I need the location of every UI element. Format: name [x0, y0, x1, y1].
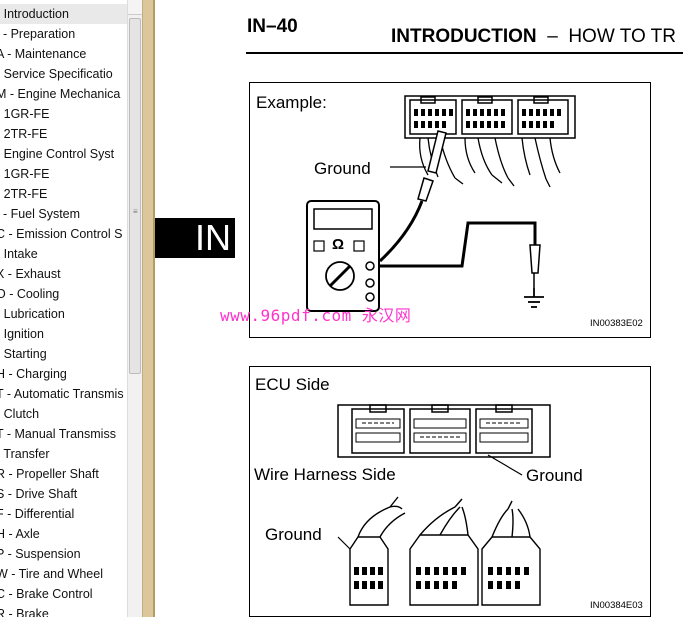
- bookmark-item-label: - Engine Control Syst: [0, 147, 115, 161]
- figure-ecu-wire-harness: ECU Side Wire Harness Side Ground Ground…: [249, 366, 651, 617]
- bookmark-item[interactable]: O - Cooling: [0, 284, 127, 304]
- bookmark-item-label: / - Preparation: [0, 27, 76, 41]
- bookmark-item-label: - Service Specificatio: [0, 67, 113, 81]
- bookmark-item-label: H - Charging: [0, 367, 67, 381]
- bookmark-item[interactable]: X - Exhaust: [0, 264, 127, 284]
- bookmark-item-label: - 2TR-FE: [0, 187, 48, 201]
- bookmark-item-label: - Intake: [0, 247, 38, 261]
- bookmark-item-label: - Introduction: [0, 7, 69, 21]
- bookmark-item-label: M - Engine Mechanica: [0, 87, 121, 101]
- bookmark-item-label: H - Axle: [0, 527, 40, 541]
- figure1-ground-label: Ground: [314, 159, 371, 178]
- bookmark-item[interactable]: R - Brake: [0, 604, 127, 617]
- bookmark-item[interactable]: H - Charging: [0, 364, 127, 384]
- bookmark-item-label: F - Differential: [0, 507, 75, 521]
- bookmark-item-label: W - Tire and Wheel: [0, 567, 103, 581]
- bookmark-item[interactable]: W - Tire and Wheel: [0, 564, 127, 584]
- header-title: INTRODUCTION: [391, 26, 537, 47]
- bookmark-item-label: R - Brake: [0, 607, 49, 617]
- bookmark-item[interactable]: - 2TR-FE: [0, 124, 127, 144]
- scroll-up-arrow-icon[interactable]: [128, 0, 142, 15]
- ecu-side-label: ECU Side: [255, 375, 330, 394]
- bookmark-item-label: - Ignition: [0, 327, 44, 341]
- ohmmeter-diagram: [306, 95, 576, 312]
- page-number: IN–40: [247, 16, 298, 37]
- bookmark-item[interactable]: - Introduction: [0, 4, 127, 24]
- bookmark-item[interactable]: H - Axle: [0, 524, 127, 544]
- sidebar-scrollbar[interactable]: ≡: [127, 0, 142, 617]
- watermark: www.96pdf.com 永汉网: [220, 306, 412, 325]
- bookmark-item[interactable]: M - Engine Mechanica: [0, 84, 127, 104]
- figure1-code: IN00383E02: [590, 318, 643, 329]
- bookmark-item[interactable]: - 2TR-FE: [0, 184, 127, 204]
- bookmark-item[interactable]: - 1GR-FE: [0, 104, 127, 124]
- bookmark-item-label: - Transfer: [0, 447, 50, 461]
- bookmark-item-label: X - Exhaust: [0, 267, 61, 281]
- bookmark-item-label: - 1GR-FE: [0, 167, 50, 181]
- figure-ohmmeter-example: Example: Ground Ω IN00383E02: [249, 82, 651, 338]
- ecu-harness-diagram: [337, 404, 551, 606]
- bookmark-item-label: R - Propeller Shaft: [0, 467, 99, 481]
- figure2-code: IN00384E03: [590, 600, 643, 611]
- bookmark-item-label: - Starting: [0, 347, 47, 361]
- bookmark-item[interactable]: F - Differential: [0, 504, 127, 524]
- bookmark-item-label: - Lubrication: [0, 307, 65, 321]
- panel-splitter[interactable]: [142, 0, 155, 617]
- bookmark-item[interactable]: I - Fuel System: [0, 204, 127, 224]
- bookmark-item-label: S - Drive Shaft: [0, 487, 78, 501]
- bookmark-item-label: O - Cooling: [0, 287, 60, 301]
- figure2-ground-right-label: Ground: [526, 466, 583, 485]
- bookmark-item[interactable]: - 1GR-FE: [0, 164, 127, 184]
- bookmark-item-label: - Clutch: [0, 407, 40, 421]
- bookmark-item[interactable]: P - Suspension: [0, 544, 127, 564]
- header-subtitle: – HOW TO TR: [536, 26, 677, 47]
- figure1-title: Example:: [256, 93, 327, 112]
- bookmark-item-label: I - Fuel System: [0, 207, 81, 221]
- bookmark-item-label: C - Brake Control: [0, 587, 93, 601]
- bookmark-item[interactable]: / - Preparation: [0, 24, 127, 44]
- bookmark-item-label: T - Automatic Transmis: [0, 387, 124, 401]
- bookmark-item-label: - 1GR-FE: [0, 107, 50, 121]
- page-header: INTRODUCTION – HOW TO TR: [391, 26, 676, 48]
- bookmark-item-label: C - Emission Control S: [0, 227, 123, 241]
- bookmark-item[interactable]: - Ignition: [0, 324, 127, 344]
- wire-harness-side-label: Wire Harness Side: [254, 465, 396, 484]
- grip-icon: ≡: [133, 207, 138, 216]
- bookmark-item[interactable]: C - Brake Control: [0, 584, 127, 604]
- bookmark-item[interactable]: T - Manual Transmiss: [0, 424, 127, 444]
- scrollbar-thumb[interactable]: ≡: [129, 18, 141, 374]
- bookmark-item[interactable]: - Intake: [0, 244, 127, 264]
- bookmark-item-label: P - Suspension: [0, 547, 81, 561]
- bookmark-item[interactable]: - Transfer: [0, 444, 127, 464]
- bookmark-item[interactable]: - Starting: [0, 344, 127, 364]
- bookmark-item[interactable]: R - Propeller Shaft: [0, 464, 127, 484]
- bookmark-panel: - Introduction / - Preparation A - Mainten…: [0, 0, 142, 617]
- figure2-ground-left-label: Ground: [265, 525, 322, 544]
- header-rule: [246, 52, 683, 54]
- bookmark-item[interactable]: C - Emission Control S: [0, 224, 127, 244]
- bookmark-item[interactable]: T - Automatic Transmis: [0, 384, 127, 404]
- bookmark-item[interactable]: - Engine Control Syst: [0, 144, 127, 164]
- bookmark-item[interactable]: - Clutch: [0, 404, 127, 424]
- bookmark-item-label: - 2TR-FE: [0, 127, 48, 141]
- bookmark-item-label: A - Maintenance: [0, 47, 87, 61]
- bookmark-item[interactable]: - Lubrication: [0, 304, 127, 324]
- section-tab: IN: [155, 218, 235, 258]
- bookmark-item[interactable]: A - Maintenance: [0, 44, 127, 64]
- bookmark-item[interactable]: S - Drive Shaft: [0, 484, 127, 504]
- bookmark-item-label: T - Manual Transmiss: [0, 427, 116, 441]
- ohm-symbol: Ω: [332, 236, 345, 253]
- bookmark-item[interactable]: - Service Specificatio: [0, 64, 127, 84]
